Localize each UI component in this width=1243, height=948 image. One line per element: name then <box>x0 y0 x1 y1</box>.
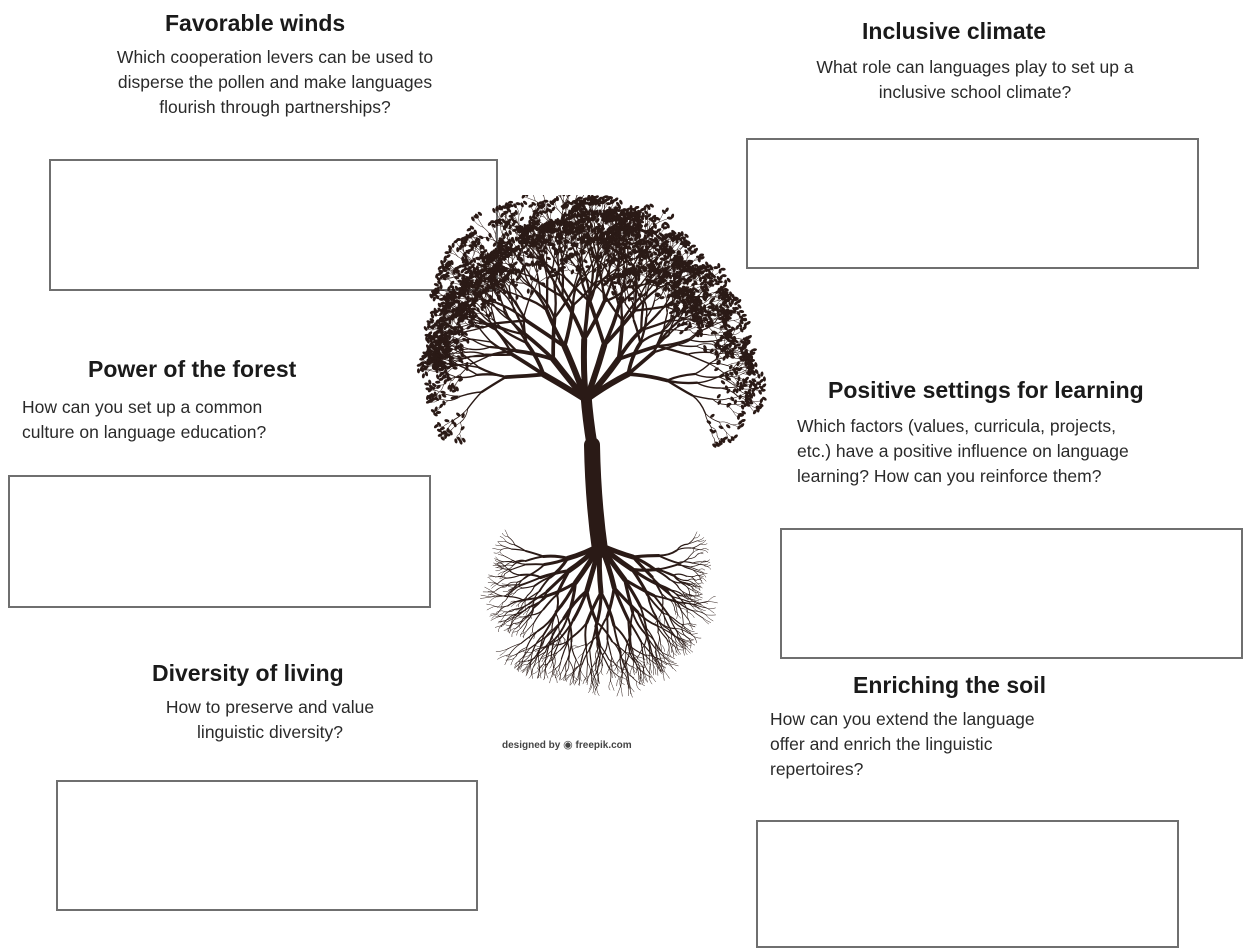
favorable-winds-answer-box[interactable] <box>49 159 498 291</box>
enriching-soil-question: How can you extend the language offer an… <box>770 707 1150 782</box>
question-line: inclusive school climate? <box>878 82 1072 102</box>
question-line: How to preserve and value <box>165 697 375 717</box>
question-line: How can you set up a common <box>22 397 263 417</box>
question-line: learning? How can you reinforce them? <box>797 466 1102 486</box>
question-line: Which cooperation levers can be used to <box>116 47 434 67</box>
question-line: repertoires? <box>770 759 864 779</box>
enriching-soil-title: Enriching the soil <box>853 672 1046 698</box>
power-of-forest-question: How can you set up a common culture on l… <box>22 395 382 445</box>
power-of-forest-title: Power of the forest <box>88 356 297 382</box>
inclusive-climate-title: Inclusive climate <box>862 18 1047 44</box>
question-line: linguistic diversity? <box>197 722 343 742</box>
enriching-soil-answer-box[interactable] <box>756 820 1179 948</box>
question-line: culture on language education? <box>22 422 267 442</box>
question-line: Which factors (values, curricula, projec… <box>797 416 1116 436</box>
credit-brand: freepik.com <box>575 740 632 751</box>
positive-settings-answer-box[interactable] <box>780 528 1243 659</box>
power-of-forest-answer-box[interactable] <box>8 475 431 608</box>
question-line: disperse the pollen and make languages <box>117 72 433 92</box>
question-line: What role can languages play to set up a <box>816 57 1134 77</box>
freepik-credit: designed by ◉ freepik.com <box>502 738 632 751</box>
diversity-of-living-answer-box[interactable] <box>56 780 478 911</box>
question-line: offer and enrich the linguistic <box>770 734 993 754</box>
credit-text: designed by <box>502 740 561 751</box>
favorable-winds-title: Favorable winds <box>165 10 346 36</box>
question-line: etc.) have a positive influence on langu… <box>797 441 1129 461</box>
favorable-winds-question: Which cooperation levers can be used to … <box>60 45 490 120</box>
inclusive-climate-answer-box[interactable] <box>746 138 1199 269</box>
positive-settings-title: Positive settings for learning <box>828 377 1144 403</box>
question-line: How can you extend the language <box>770 709 1035 729</box>
freepik-logo-icon: ◉ <box>563 739 573 751</box>
diversity-of-living-question: How to preserve and value linguistic div… <box>100 695 440 745</box>
tree-illustration <box>416 195 767 698</box>
positive-settings-question: Which factors (values, curricula, projec… <box>797 414 1237 489</box>
diversity-of-living-title: Diversity of living <box>152 660 344 686</box>
question-line: flourish through partnerships? <box>159 97 391 117</box>
inclusive-climate-question: What role can languages play to set up a… <box>755 55 1195 105</box>
